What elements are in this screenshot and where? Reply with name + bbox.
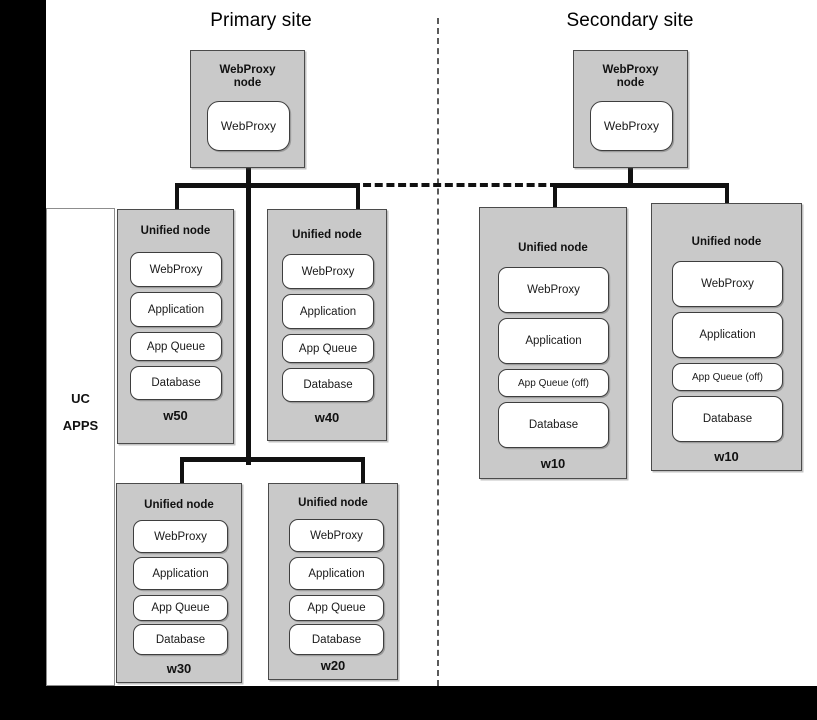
component-application[interactable]: Application [289, 557, 384, 590]
primary-trunk-line [246, 155, 251, 465]
component-webproxy[interactable]: WebProxy [133, 520, 228, 553]
unified-node-w20[interactable]: Unified node WebProxy Application App Qu… [268, 483, 398, 680]
node-title: Unified node [140, 225, 211, 237]
component-application[interactable]: Application [133, 557, 228, 590]
primary-lower-bus-line [180, 457, 365, 462]
node-title: Unified node [144, 499, 214, 511]
component-app-queue[interactable]: App Queue [133, 595, 228, 621]
unified-node-w10-left[interactable]: Unified node WebProxy Application App Qu… [479, 207, 627, 479]
node-footer-label: w30 [166, 661, 192, 676]
component-app-queue[interactable]: App Queue [289, 595, 384, 621]
unified-node-w10-right[interactable]: Unified node WebProxy Application App Qu… [651, 203, 802, 471]
secondary-bus-drop-right [725, 183, 729, 209]
site-divider-dashed-line [437, 18, 439, 686]
node-footer-label: w10 [540, 456, 566, 471]
secondary-trunk-line [628, 155, 633, 185]
component-webproxy[interactable]: WebProxy [207, 101, 290, 151]
component-database[interactable]: Database [498, 402, 609, 448]
primary-bus-drop-w50 [175, 183, 179, 211]
node-footer-label: w10 [714, 449, 739, 464]
secondary-site-title: Secondary site [566, 10, 694, 31]
component-database[interactable]: Database [672, 396, 783, 442]
primary-site-title: Primary site [210, 10, 312, 31]
unified-node-w40[interactable]: Unified node WebProxy Application App Qu… [267, 209, 387, 441]
node-title: Unified node [298, 497, 368, 509]
node-footer-label: w20 [320, 658, 346, 673]
inter-site-dashed-link [328, 183, 558, 187]
node-title: WebProxy node [219, 64, 276, 89]
component-app-queue[interactable]: App Queue (off) [498, 369, 609, 397]
component-application[interactable]: Application [130, 292, 222, 327]
component-database[interactable]: Database [289, 624, 384, 655]
node-title: Unified node [292, 229, 362, 241]
primary-bus-drop-w30 [180, 457, 184, 485]
diagram-canvas: Primary site Secondary site UC APPS WebP… [46, 0, 817, 686]
component-webproxy[interactable]: WebProxy [282, 254, 374, 289]
component-app-queue[interactable]: App Queue [130, 332, 222, 361]
unified-node-w30[interactable]: Unified node WebProxy Application App Qu… [116, 483, 242, 683]
component-webproxy[interactable]: WebProxy [590, 101, 673, 151]
secondary-bus-line [553, 183, 729, 188]
node-footer-label: w40 [314, 410, 340, 425]
unified-node-w50[interactable]: Unified node WebProxy Application App Qu… [117, 209, 234, 444]
uc-apps-panel [46, 208, 115, 686]
component-application[interactable]: Application [498, 318, 609, 364]
node-title: Unified node [691, 236, 762, 248]
primary-upper-bus-line [175, 183, 360, 188]
secondary-webproxy-node[interactable]: WebProxy node WebProxy [573, 50, 688, 168]
component-application[interactable]: Application [672, 312, 783, 358]
node-title: Unified node [518, 242, 588, 254]
primary-bus-drop-w40 [356, 183, 360, 211]
component-application[interactable]: Application [282, 294, 374, 329]
uc-apps-label: UC APPS [62, 391, 99, 433]
component-app-queue[interactable]: App Queue [282, 334, 374, 363]
component-app-queue[interactable]: App Queue (off) [672, 363, 783, 391]
component-database[interactable]: Database [130, 366, 222, 400]
secondary-bus-drop-left [553, 183, 557, 209]
component-database[interactable]: Database [133, 624, 228, 655]
component-webproxy[interactable]: WebProxy [672, 261, 783, 307]
component-database[interactable]: Database [282, 368, 374, 402]
node-title: WebProxy node [602, 64, 659, 89]
primary-webproxy-node[interactable]: WebProxy node WebProxy [190, 50, 305, 168]
node-footer-label: w50 [163, 408, 188, 423]
component-webproxy[interactable]: WebProxy [498, 267, 609, 313]
component-webproxy[interactable]: WebProxy [130, 252, 222, 287]
primary-bus-drop-w20 [361, 457, 365, 485]
component-webproxy[interactable]: WebProxy [289, 519, 384, 552]
